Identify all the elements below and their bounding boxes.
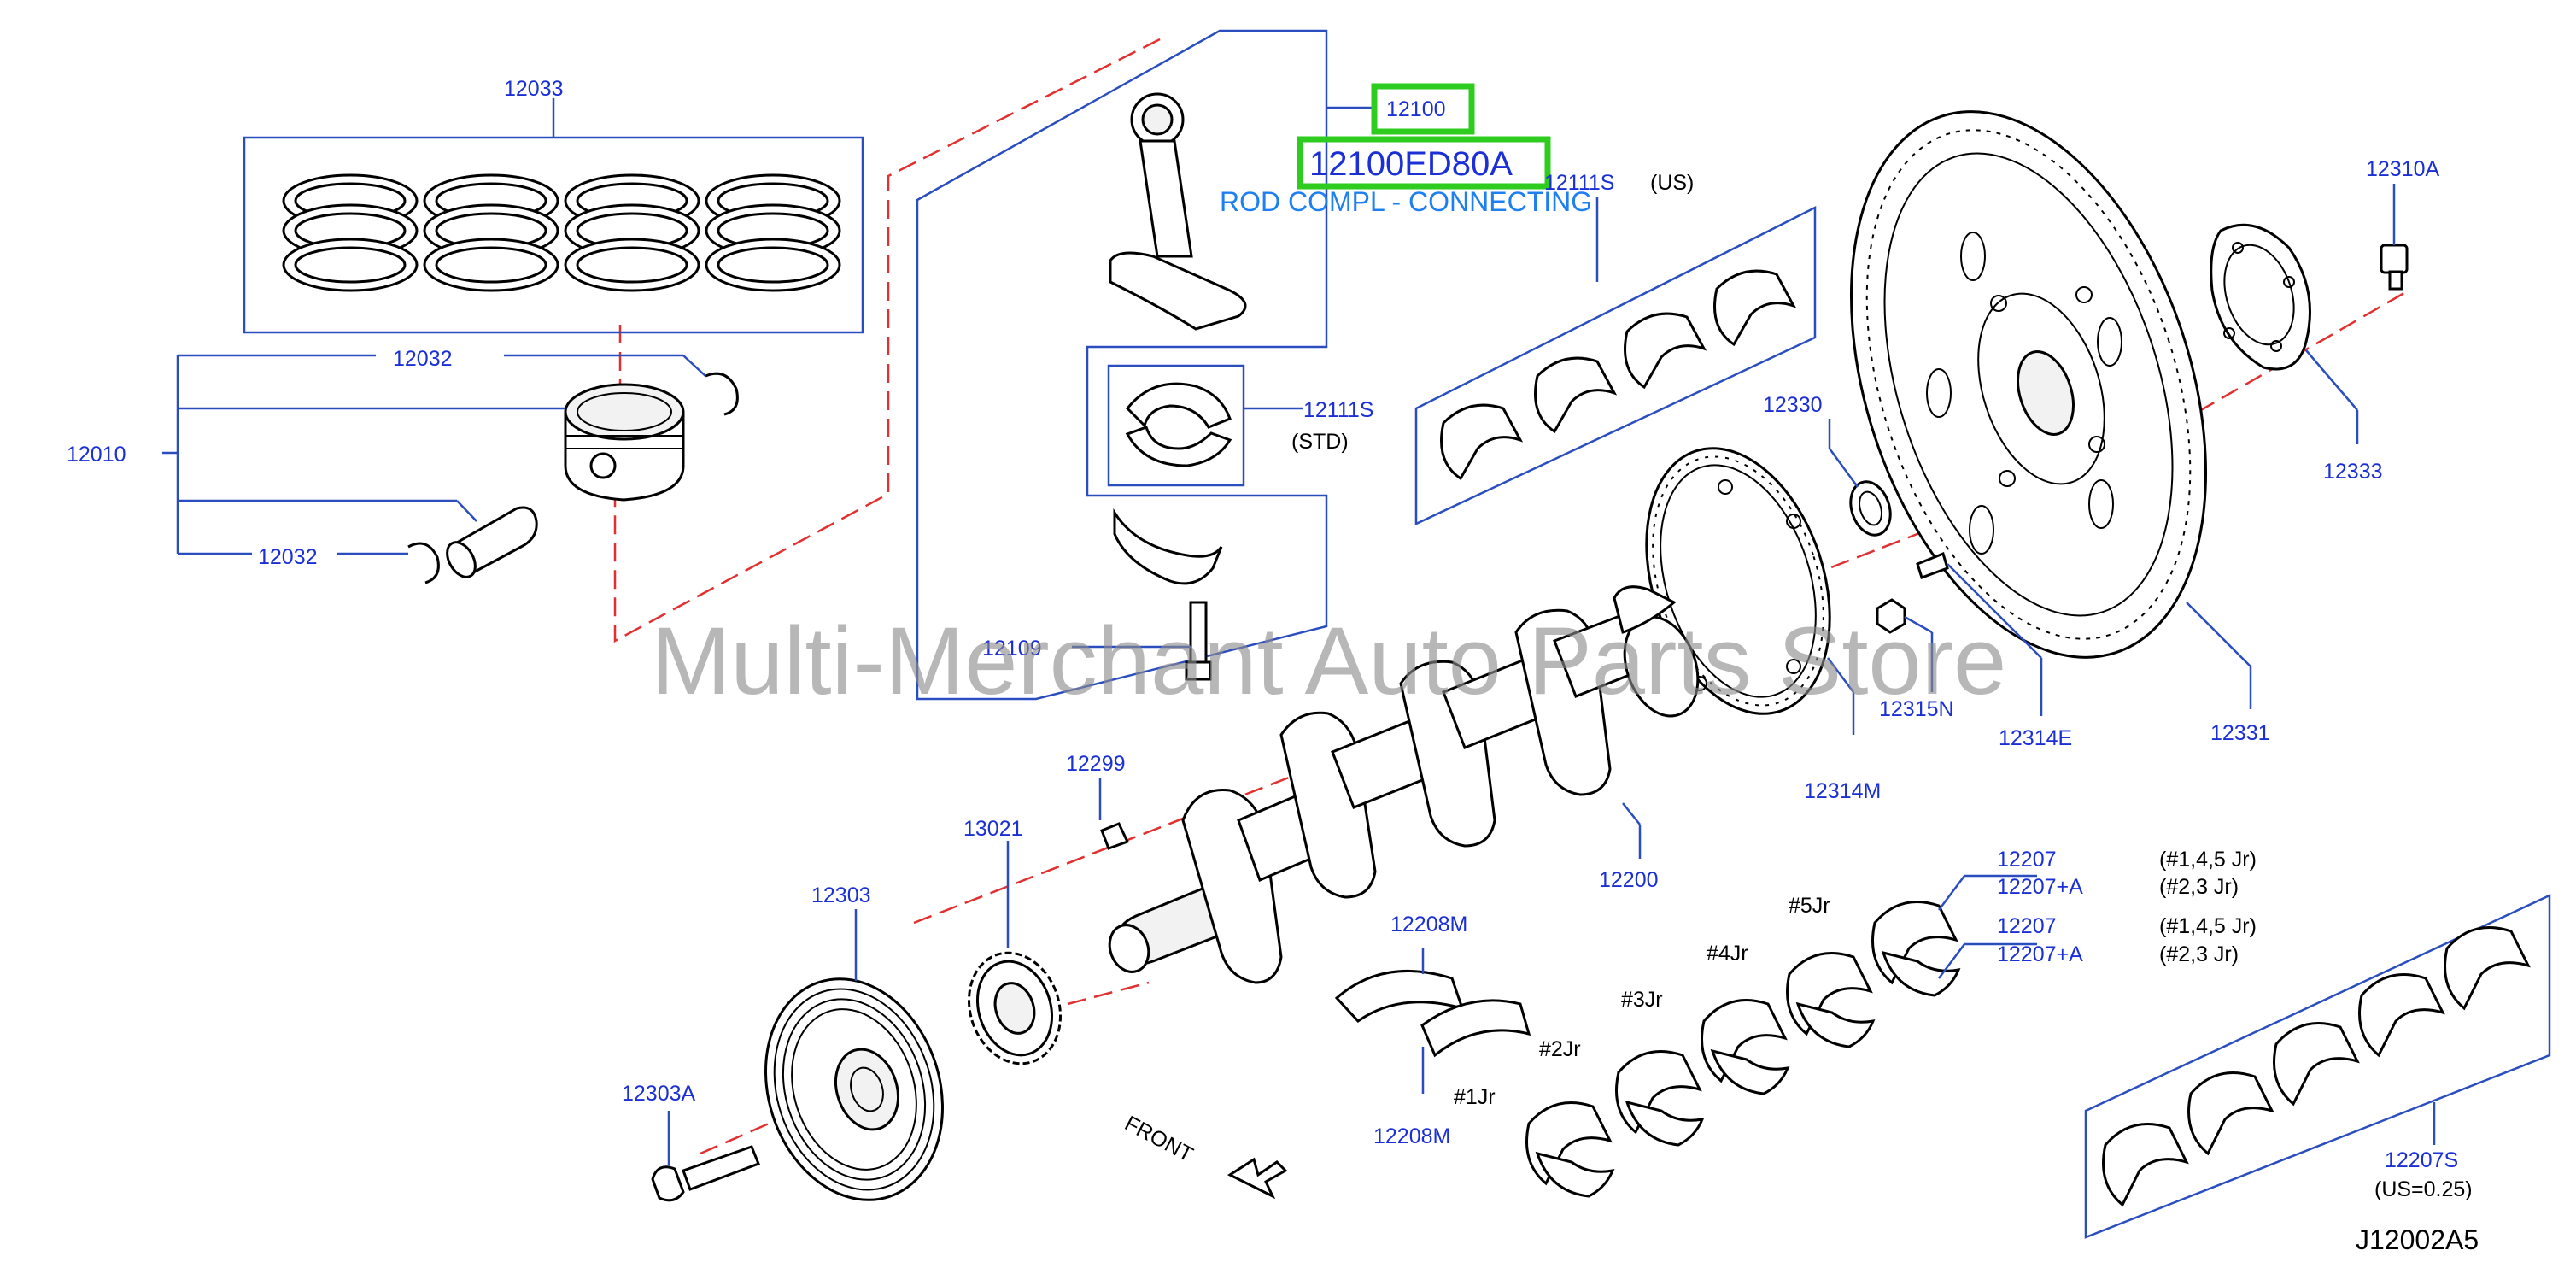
piston-assembly	[162, 354, 739, 584]
flywheel-bolt	[2380, 184, 2409, 291]
callout-12033[interactable]: 12033	[504, 77, 564, 101]
dowel-pin	[1916, 551, 2043, 716]
note-145-b: (#1,4,5 Jr)	[2159, 914, 2257, 938]
callout-13021[interactable]: 13021	[963, 817, 1023, 841]
crank-key	[1098, 778, 1130, 850]
part-description: ROD COMPL - CONNECTING	[1220, 186, 1592, 217]
rod-bearing-std	[1125, 382, 1232, 467]
crank-pulley	[764, 909, 944, 1201]
front-label: FRONT	[1121, 1112, 1197, 1167]
callout-12303A[interactable]: 12303A	[622, 1082, 696, 1106]
snap-ring-top	[705, 372, 739, 416]
callout-12303[interactable]: 12303	[811, 883, 871, 907]
journal-1-label: #1Jr	[1454, 1085, 1496, 1109]
note-23-a: (#2,3 Jr)	[2159, 875, 2239, 899]
callout-12299[interactable]: 12299	[1066, 752, 1126, 776]
callout-12010[interactable]: 12010	[67, 443, 126, 467]
connecting-rod-assembly	[916, 29, 1373, 701]
rod-bolt	[1185, 601, 1212, 681]
callout-12207A-a[interactable]: 12207+A	[1997, 875, 2083, 899]
callout-12310A[interactable]: 12310A	[2366, 157, 2440, 181]
flywheel-leader	[2186, 602, 2251, 667]
main-bearing-us-set	[2084, 894, 2551, 1239]
callout-12111S-us[interactable]: 12111S	[1544, 171, 1614, 195]
main-bearing-shells	[1525, 874, 2037, 1198]
callout-12111S-std[interactable]: 12111S	[1303, 398, 1373, 422]
ring-stack-4	[705, 173, 841, 292]
crankshaft	[1108, 585, 1700, 984]
journal-3-label: #3Jr	[1621, 988, 1663, 1012]
signal-plate-bolt	[1876, 598, 1934, 692]
callout-12331[interactable]: 12331	[2210, 721, 2270, 745]
ring-stack-2	[423, 173, 559, 292]
crank-sprocket	[968, 841, 1062, 1065]
ring-stack-3	[564, 173, 700, 292]
ring-stack-1	[282, 173, 419, 292]
front-arrow	[1227, 1157, 1288, 1200]
piston-pin	[446, 506, 538, 579]
us-note: (US)	[1650, 171, 1694, 195]
callout-12100[interactable]: 12100	[1386, 97, 1446, 121]
callout-12208M-top[interactable]: 12208M	[1390, 913, 1467, 936]
callout-12315N[interactable]: 12315N	[1879, 697, 1954, 721]
callout-12207A-b[interactable]: 12207+A	[1997, 942, 2083, 966]
connecting-rod	[1109, 92, 1247, 331]
callout-12330[interactable]: 12330	[1763, 393, 1823, 417]
callout-12200[interactable]: 12200	[1599, 868, 1659, 892]
callout-12207-a[interactable]: 12207	[1997, 848, 2057, 872]
watermark: Multi-Merchant Auto Parts Store	[651, 608, 2006, 714]
us025-note: (US=0.25)	[2374, 1177, 2473, 1201]
callout-12314E[interactable]: 12314E	[1999, 726, 2072, 750]
bearing-shells-us	[1440, 269, 1797, 481]
callout-12208M-bottom[interactable]: 12208M	[1373, 1124, 1450, 1148]
highlight-12100	[1371, 83, 1475, 135]
reinforcement-plate	[2210, 223, 2359, 444]
journal-4-label: #4Jr	[1707, 942, 1748, 966]
callout-12314M[interactable]: 12314M	[1804, 779, 1881, 803]
thrust-bearings	[1334, 948, 1531, 1094]
us-bearing-set	[1414, 197, 1817, 525]
callout-12109[interactable]: 12109	[982, 637, 1042, 660]
flywheel	[1850, 110, 2207, 659]
piston-ring-set	[243, 98, 864, 334]
callout-12207-b[interactable]: 12207	[1997, 914, 2057, 938]
drawing-code: J12002A5	[2356, 1224, 2479, 1255]
journal-5-label: #5Jr	[1789, 894, 1830, 918]
callout-12032-top[interactable]: 12032	[393, 347, 453, 371]
std-note: (STD)	[1291, 430, 1349, 454]
pulley-bolt	[651, 1111, 760, 1202]
note-23-b: (#2,3 Jr)	[2159, 942, 2239, 966]
highlight-12100ED80A	[1297, 136, 1551, 190]
rod-cap	[1113, 508, 1223, 585]
callout-12100ED80A[interactable]: 12100ED80A	[1309, 145, 1513, 183]
snap-ring-bottom	[407, 542, 440, 584]
callout-12207S[interactable]: 12207S	[2385, 1148, 2458, 1172]
callout-12333[interactable]: 12333	[2323, 460, 2383, 484]
callout-12032-bottom[interactable]: 12032	[258, 545, 318, 569]
note-145-a: (#1,4,5 Jr)	[2159, 848, 2257, 872]
pilot-bearing	[1828, 419, 1892, 537]
journal-2-label: #2Jr	[1539, 1037, 1581, 1061]
